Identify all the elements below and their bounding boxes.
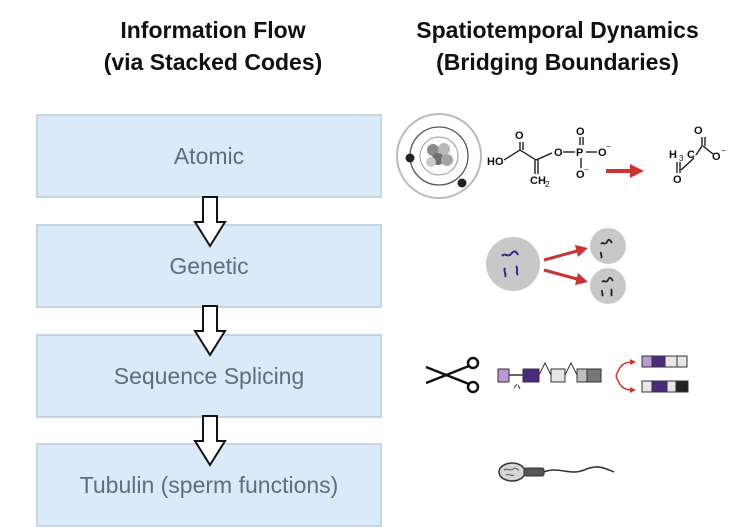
spatiotemporal-dynamics-heading: Spatiotemporal Dynamics (Bridging Bounda… <box>385 14 730 78</box>
chem-p: P <box>576 147 583 159</box>
down-arrow-icon <box>193 196 227 248</box>
chem-o: O <box>576 169 585 181</box>
chem-o: O <box>598 147 607 159</box>
chem-o: O <box>515 130 524 142</box>
chem-o: O <box>712 151 721 163</box>
chem-c: C <box>687 149 695 161</box>
chem-charge: − <box>606 142 611 151</box>
chem-charge: − <box>721 146 726 155</box>
information-flow-subtitle: (via Stacked Codes) <box>103 49 323 75</box>
chem-subscript: 3 <box>679 154 684 163</box>
rna-splicing-icon <box>425 355 689 394</box>
chem-h: H <box>669 149 677 161</box>
chem-o: O <box>554 147 563 159</box>
chem-o: O <box>576 126 585 138</box>
scissors-icon <box>425 356 480 394</box>
cell-division-icon <box>486 228 626 304</box>
information-flow-title: Information Flow <box>120 17 306 43</box>
spatiotemporal-dynamics-subtitle: (Bridging Boundaries) <box>436 49 679 75</box>
chem-o: O <box>673 174 682 186</box>
chem-o: O <box>694 125 703 137</box>
down-arrow-icon <box>193 305 227 357</box>
sperm-cell-icon <box>498 462 615 482</box>
chem-ch: CH <box>530 175 546 187</box>
level-box-atomic: Atomic <box>36 114 382 198</box>
phosphoenolpyruvate-to-pyruvate-icon: HO O O P O O O CH H C O O O 2 3 − − − <box>487 125 726 189</box>
atom-icon <box>396 113 482 199</box>
spatiotemporal-dynamics-title: Spatiotemporal Dynamics <box>416 17 699 43</box>
chem-charge: − <box>584 165 589 174</box>
chem-ho: HO <box>487 156 504 168</box>
chem-subscript: 2 <box>545 180 550 189</box>
information-flow-heading: Information Flow (via Stacked Codes) <box>68 14 358 78</box>
down-arrow-icon <box>193 415 227 467</box>
